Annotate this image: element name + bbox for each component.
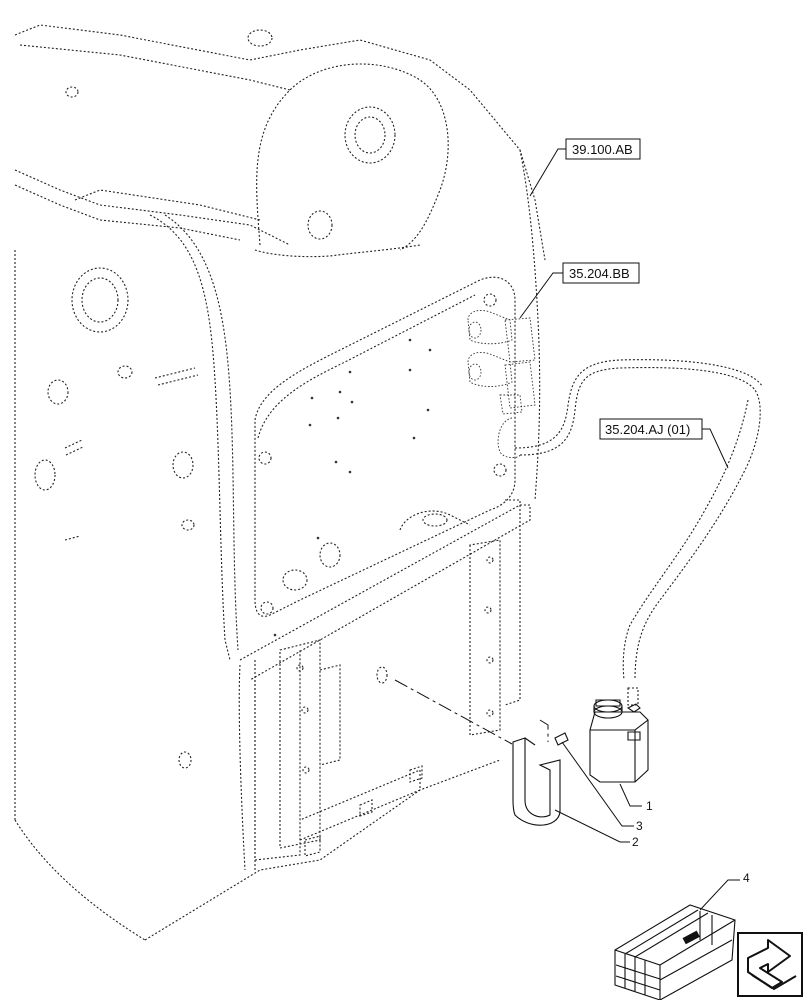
machine-frame [14,24,546,941]
assembly-centerline [394,679,513,745]
reservoir-part [589,687,649,783]
screw-centerline [539,719,549,742]
shipping-crate-icon [614,904,736,1000]
bracket-part [512,737,561,826]
callout-item-2-label: 2 [632,835,639,849]
callout-item-1-label: 1 [646,799,653,813]
next-page-arrow-icon[interactable] [737,932,803,997]
callout-item-3-label: 3 [636,819,643,833]
hose [514,359,763,681]
reference-35-204-bb[interactable]: 35.204.BB [519,262,640,319]
reference-39-100-ab[interactable]: 39.100.AB [529,138,641,197]
reference-35-204-aj[interactable]: 35.204.AJ (01) [599,418,729,469]
reference-35-204-bb-label: 35.204.BB [569,266,630,281]
callout-item-2[interactable]: 2 [554,809,639,849]
reference-35-204-aj-label: 35.204.AJ (01) [605,422,690,437]
callout-item-3[interactable]: 3 [561,741,643,833]
reference-39-100-ab-label: 39.100.AB [572,142,633,157]
valve-block [467,309,536,459]
callout-item-1[interactable]: 1 [619,783,653,813]
callout-item-4-label: 4 [743,871,750,885]
screw-part [554,732,569,746]
callout-item-4[interactable]: 4 [699,871,750,911]
panel-holes [273,338,432,637]
